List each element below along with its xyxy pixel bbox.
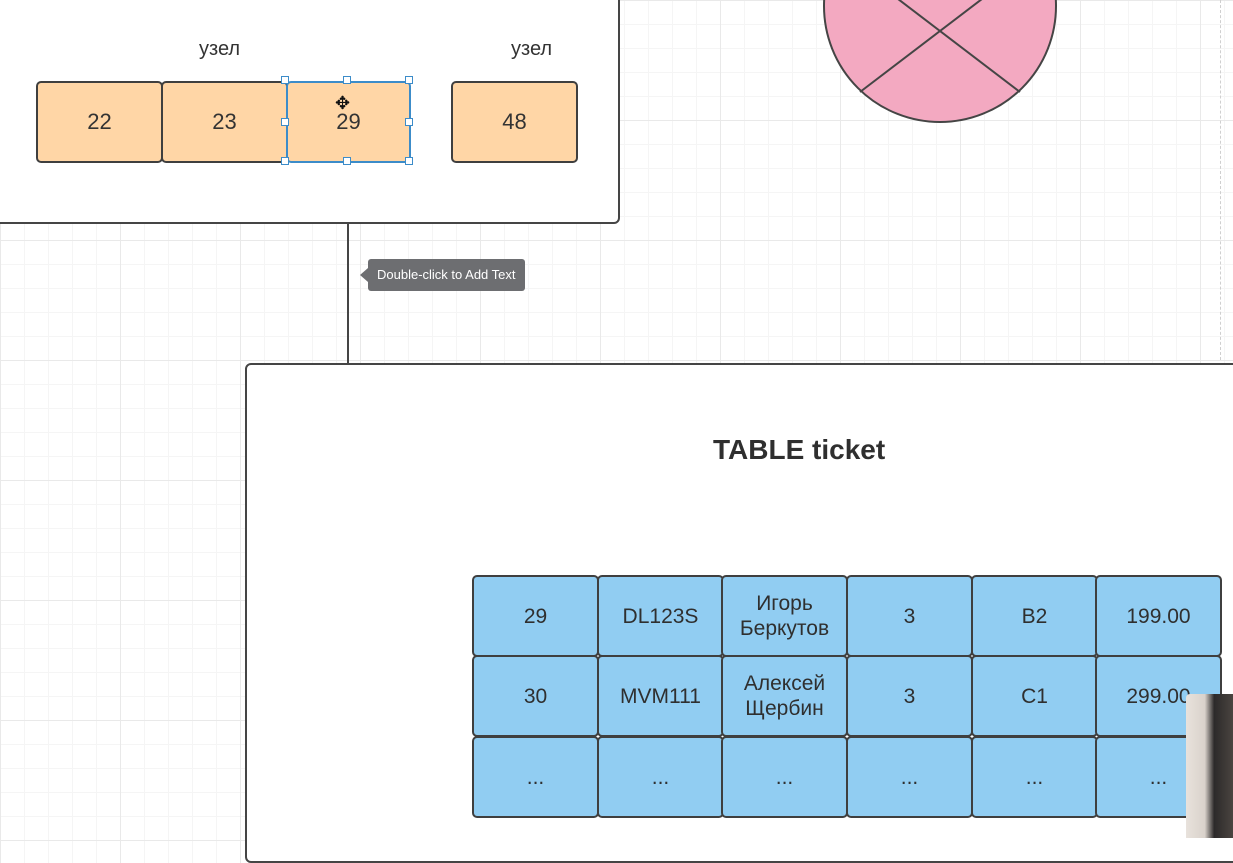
table-cell[interactable]: 30 (472, 655, 599, 737)
table-cell[interactable]: DL123S (597, 575, 724, 657)
key-cell-48[interactable]: 48 (451, 81, 578, 163)
table-cell[interactable]: Алексей Щербин (721, 655, 848, 737)
pink-circle-shape[interactable] (823, 0, 1057, 123)
table-cell[interactable]: MVM111 (597, 655, 724, 737)
table-cell[interactable]: C1 (971, 655, 1098, 737)
resize-handle-nw[interactable] (281, 76, 289, 84)
resize-handle-n[interactable] (343, 76, 351, 84)
node-label-left: узел (199, 38, 241, 60)
add-text-tooltip: Double-click to Add Text (360, 259, 525, 291)
resize-handle-sw[interactable] (281, 157, 289, 165)
table-cell[interactable]: Игорь Беркутов (721, 575, 848, 657)
table-cell[interactable]: 3 (846, 575, 973, 657)
table-title: TABLE ticket (713, 434, 886, 465)
resize-handle-w[interactable] (281, 118, 289, 126)
circle-cross-line-2[interactable] (859, 0, 1020, 93)
table-cell[interactable]: B2 (971, 575, 1098, 657)
key-cell-23[interactable]: 23 (161, 81, 288, 163)
table-cell[interactable]: 199.00 (1095, 575, 1222, 657)
table-cell[interactable]: ... (971, 736, 1098, 818)
table-cell[interactable]: ... (472, 736, 599, 818)
table-cell[interactable]: 3 (846, 655, 973, 737)
page-boundary (1220, 0, 1221, 360)
table-cell[interactable]: 29 (472, 575, 599, 657)
connection-point-s[interactable] (343, 157, 351, 165)
key-cell-22[interactable]: 22 (36, 81, 163, 163)
node-label-right: узел (511, 38, 553, 60)
table-cell[interactable]: ... (846, 736, 973, 818)
webcam-overlay (1186, 694, 1233, 838)
resize-handle-se[interactable] (405, 157, 413, 165)
resize-handle-e[interactable] (405, 118, 413, 126)
table-cell[interactable]: ... (721, 736, 848, 818)
table-cell[interactable]: ... (597, 736, 724, 818)
move-cursor-icon: ✥ (335, 93, 351, 113)
resize-handle-ne[interactable] (405, 76, 413, 84)
